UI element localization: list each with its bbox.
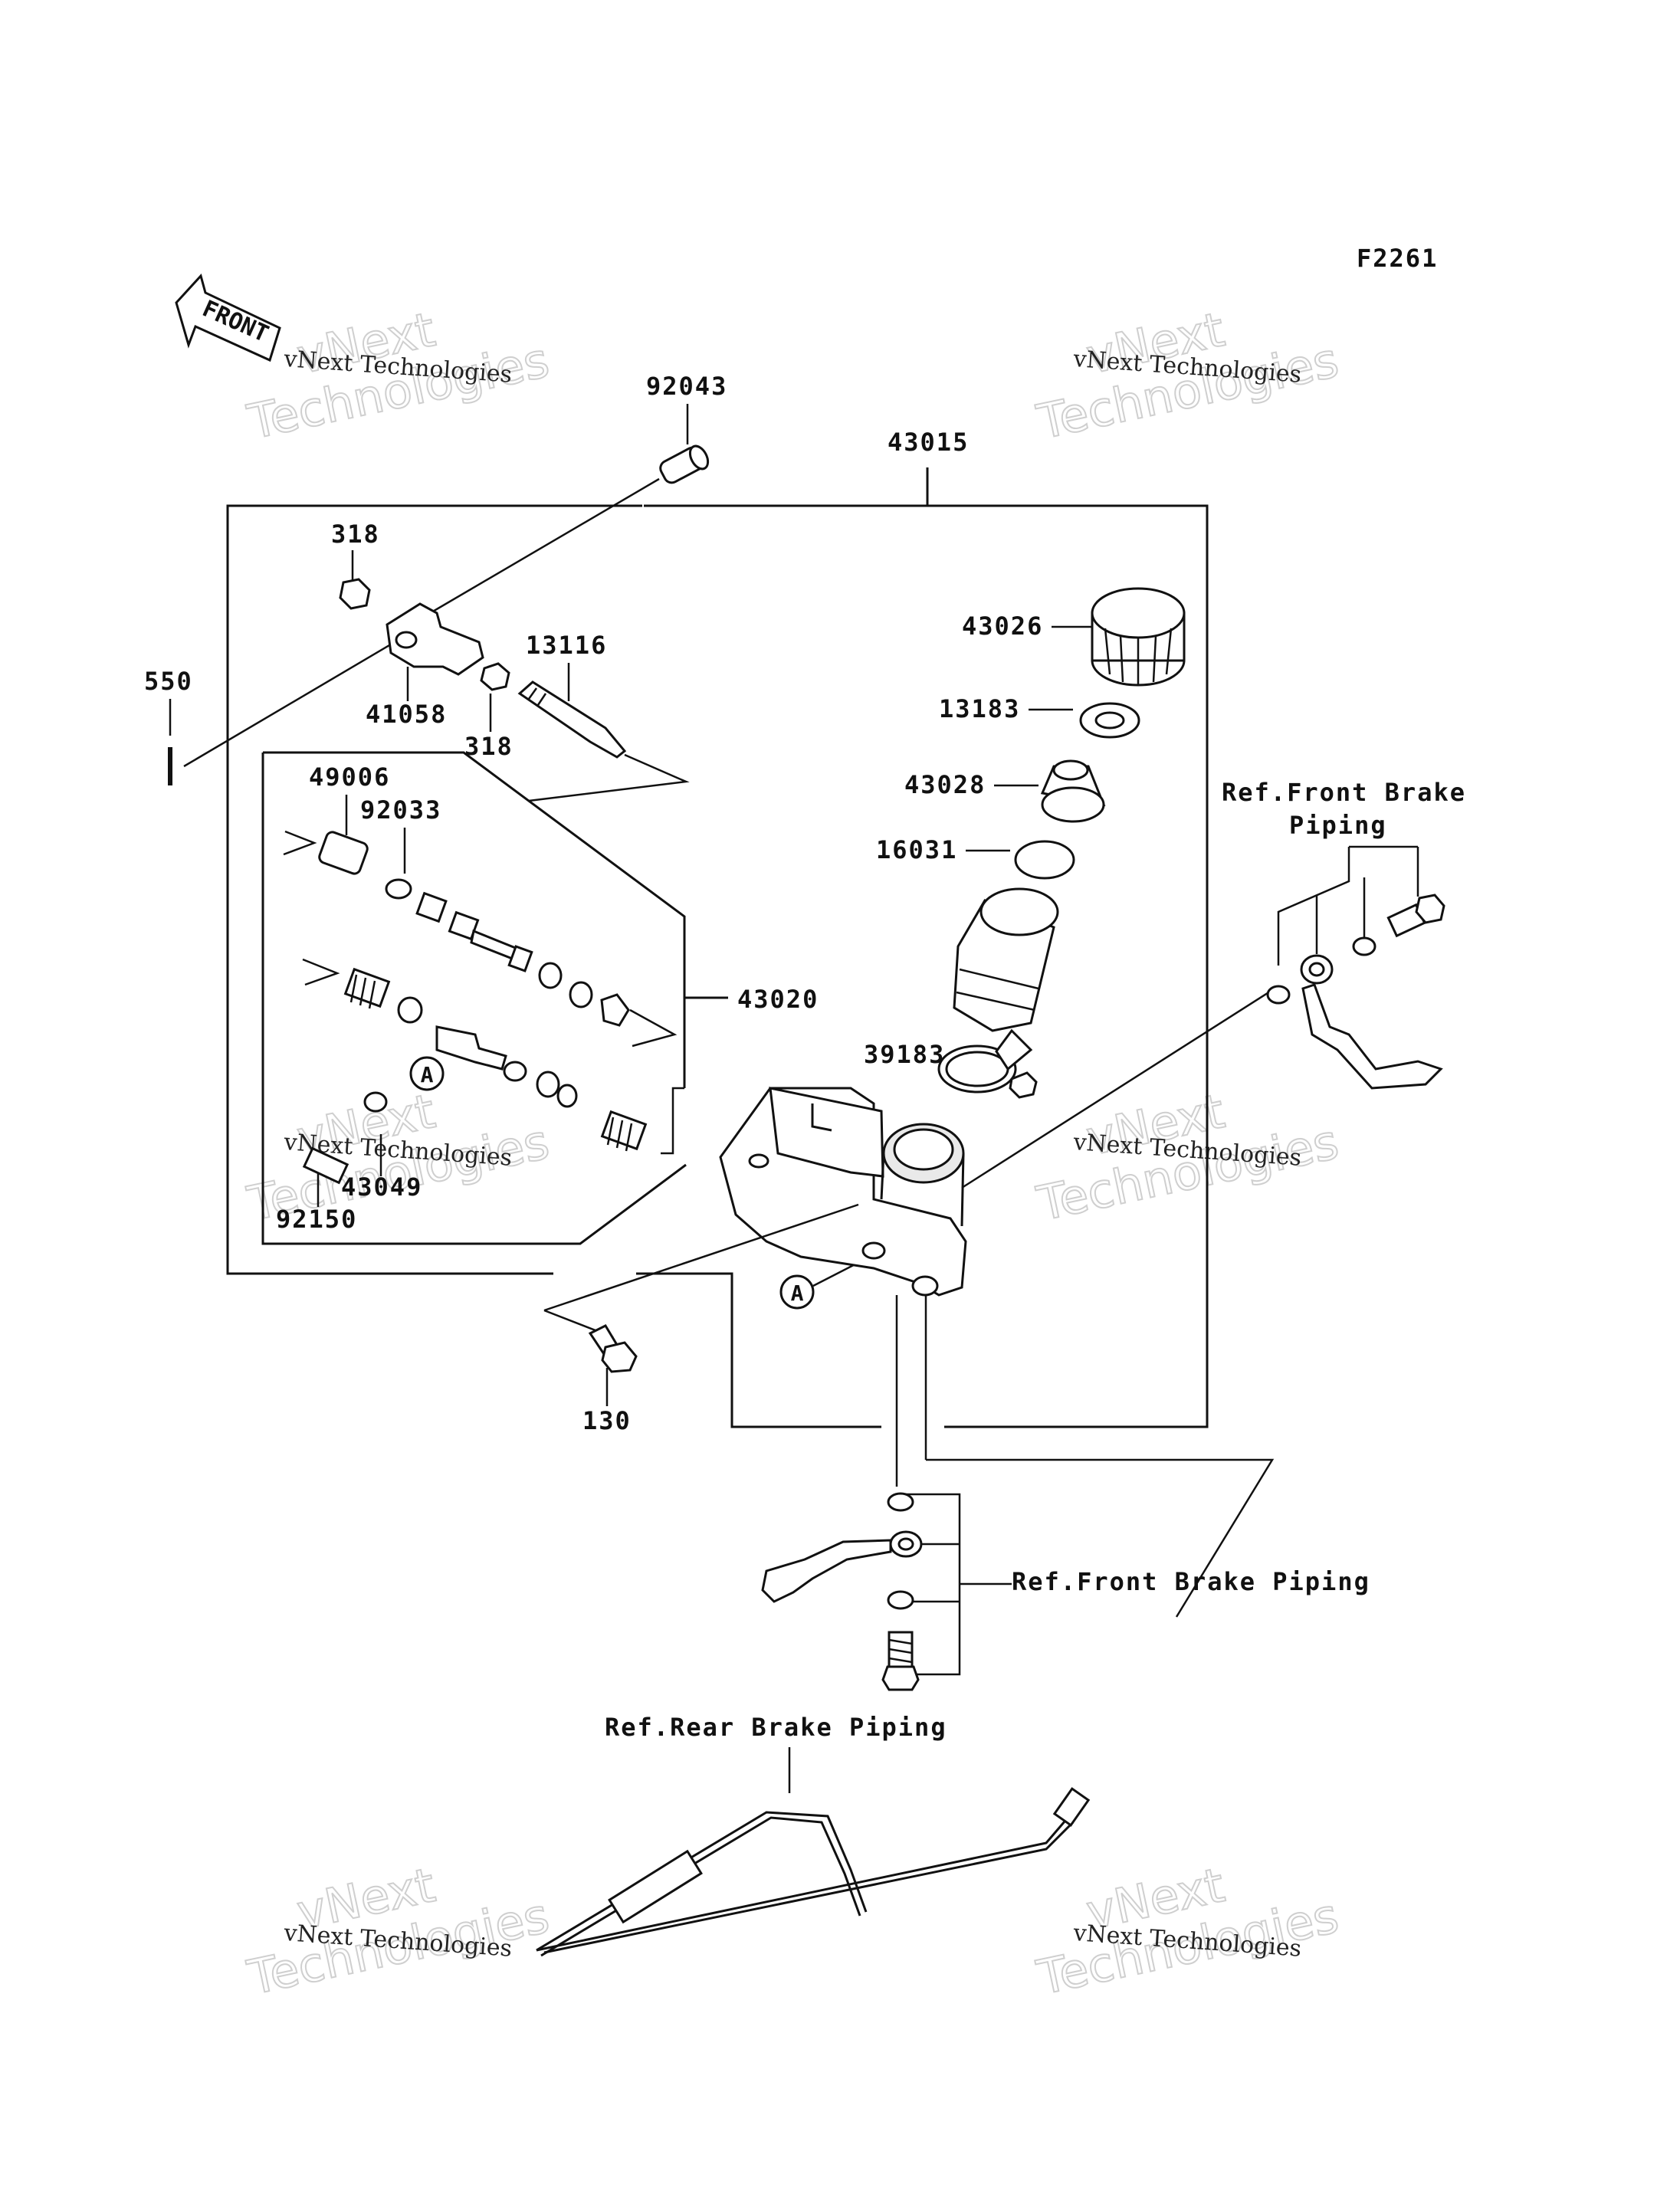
cup-49006	[318, 831, 369, 875]
label-318-bottom: 318	[464, 732, 514, 761]
spring-upper	[343, 967, 391, 1009]
label-318-top: 318	[331, 520, 380, 549]
washer-43049	[363, 1091, 388, 1113]
washer-right-2	[1352, 936, 1376, 956]
label-49006: 49006	[309, 762, 390, 792]
label-92043: 92043	[646, 372, 727, 401]
banjo-bolt-right	[1386, 894, 1445, 938]
push-rod-13116	[517, 680, 627, 759]
washer-lower-1	[887, 1492, 914, 1512]
label-39183: 39183	[864, 1040, 945, 1069]
banjo-right	[1300, 954, 1443, 1090]
watermark-bottom-left: vNext Technologies	[242, 1856, 555, 2006]
ref-front-brake-piping-right-line2: Piping	[1289, 811, 1387, 840]
svg-text:A: A	[421, 1062, 434, 1087]
bolt-130	[588, 1324, 638, 1373]
svg-text:A: A	[791, 1280, 804, 1306]
ref-rear-brake-piping: Ref.Rear Brake Piping	[605, 1713, 947, 1742]
assembly-box-43015	[226, 504, 642, 1275]
nut-318-top	[339, 578, 371, 610]
label-13116: 13116	[526, 631, 607, 660]
hose-clamp-39183	[937, 1028, 1038, 1099]
label-41058: 41058	[366, 700, 447, 729]
diaphragm-43028	[1040, 759, 1106, 823]
marker-a-lower: A	[779, 1274, 815, 1310]
label-92150: 92150	[276, 1205, 357, 1234]
master-cylinder-body	[719, 1087, 967, 1297]
spring-lower	[600, 1110, 648, 1152]
assembly-box-43020	[261, 753, 687, 1245]
rear-brake-pipe	[536, 1787, 1091, 1957]
pin-92043	[659, 444, 710, 484]
washer-right-1	[1266, 985, 1291, 1005]
label-13183: 13183	[939, 694, 1020, 723]
ref-front-brake-piping-lower: Ref.Front Brake Piping	[1012, 1567, 1370, 1596]
piston-43049	[435, 1025, 507, 1071]
circlip-92033	[385, 878, 412, 900]
washer-lower-2	[887, 1590, 914, 1610]
float-16031	[1014, 840, 1075, 880]
label-16031: 16031	[876, 835, 957, 864]
front-arrow-icon: FRONT	[175, 273, 281, 362]
fitting-92150	[302, 1146, 349, 1185]
label-43015: 43015	[888, 428, 969, 457]
banjo-lower	[761, 1530, 923, 1603]
label-43049: 43049	[341, 1172, 422, 1202]
reservoir-cap-43026	[1091, 587, 1186, 687]
marker-a-upper: A	[409, 1056, 445, 1091]
label-43020: 43020	[737, 985, 819, 1014]
ref-front-brake-piping-right-line1: Ref.Front Brake	[1222, 778, 1466, 807]
label-130: 130	[582, 1406, 632, 1435]
figure-code: F2261	[1357, 244, 1438, 273]
banjo-bolt-lower	[881, 1631, 920, 1691]
label-550: 550	[144, 667, 193, 696]
clevis-41058	[386, 602, 484, 676]
nut-318-bottom	[480, 662, 510, 691]
label-92033: 92033	[360, 795, 441, 825]
watermark-bottom-right: vNext Technologies	[1032, 1856, 1344, 2006]
reservoir-tank	[953, 887, 1059, 1032]
label-43026: 43026	[962, 612, 1043, 641]
label-43028: 43028	[904, 770, 986, 799]
